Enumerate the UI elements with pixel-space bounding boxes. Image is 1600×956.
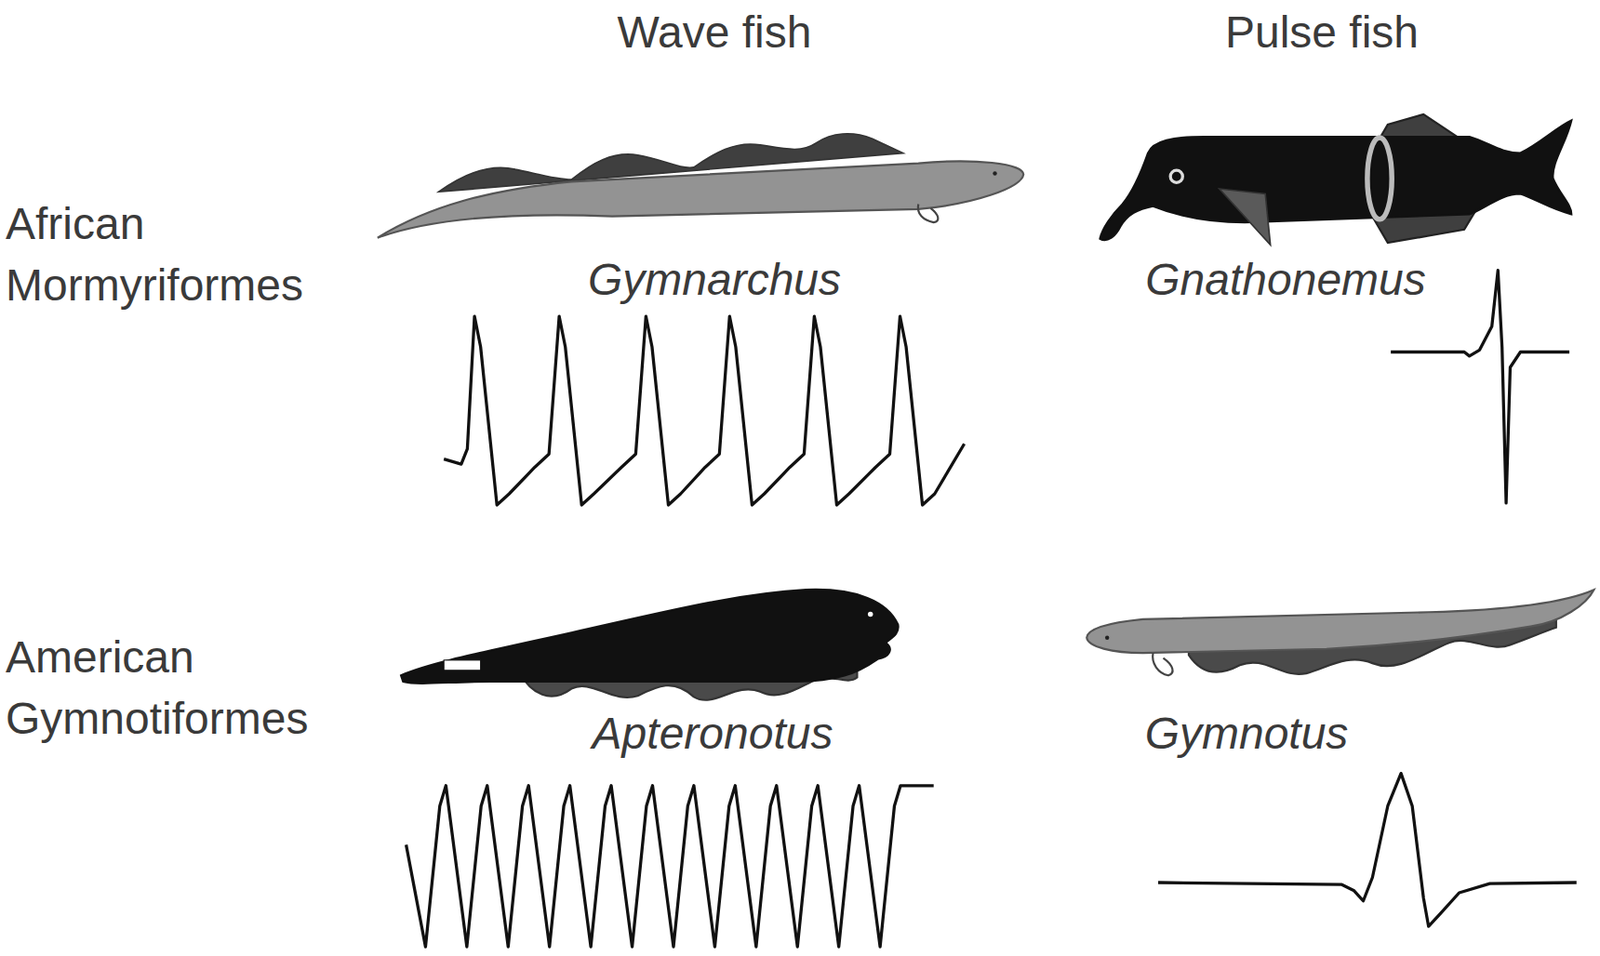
genus-name: Gymnotus	[1145, 703, 1349, 765]
row-heading: American Gymnotiformes	[5, 626, 369, 750]
column-heading: Wave fish	[617, 1, 813, 64]
genus-name: Gnathonemus	[1145, 249, 1427, 311]
gymnarchus-wave	[443, 316, 964, 506]
apteronotus-wave	[406, 786, 934, 947]
gnathonemus-pulse	[1390, 270, 1570, 504]
apteronotus-fish	[400, 589, 898, 701]
genus-name: Apteronotus	[592, 703, 834, 765]
row-heading: African Mormyriformes	[5, 193, 369, 317]
gnathonemus-fish	[1100, 114, 1573, 245]
gymnarchus-fish	[377, 133, 1024, 239]
genus-name: Gymnarchus	[587, 249, 841, 311]
eod-waveforms	[406, 270, 1577, 947]
gymnotus-fish	[1086, 589, 1594, 676]
gymnotus-pulse	[1158, 773, 1577, 928]
column-heading: Pulse fish	[1225, 1, 1419, 64]
